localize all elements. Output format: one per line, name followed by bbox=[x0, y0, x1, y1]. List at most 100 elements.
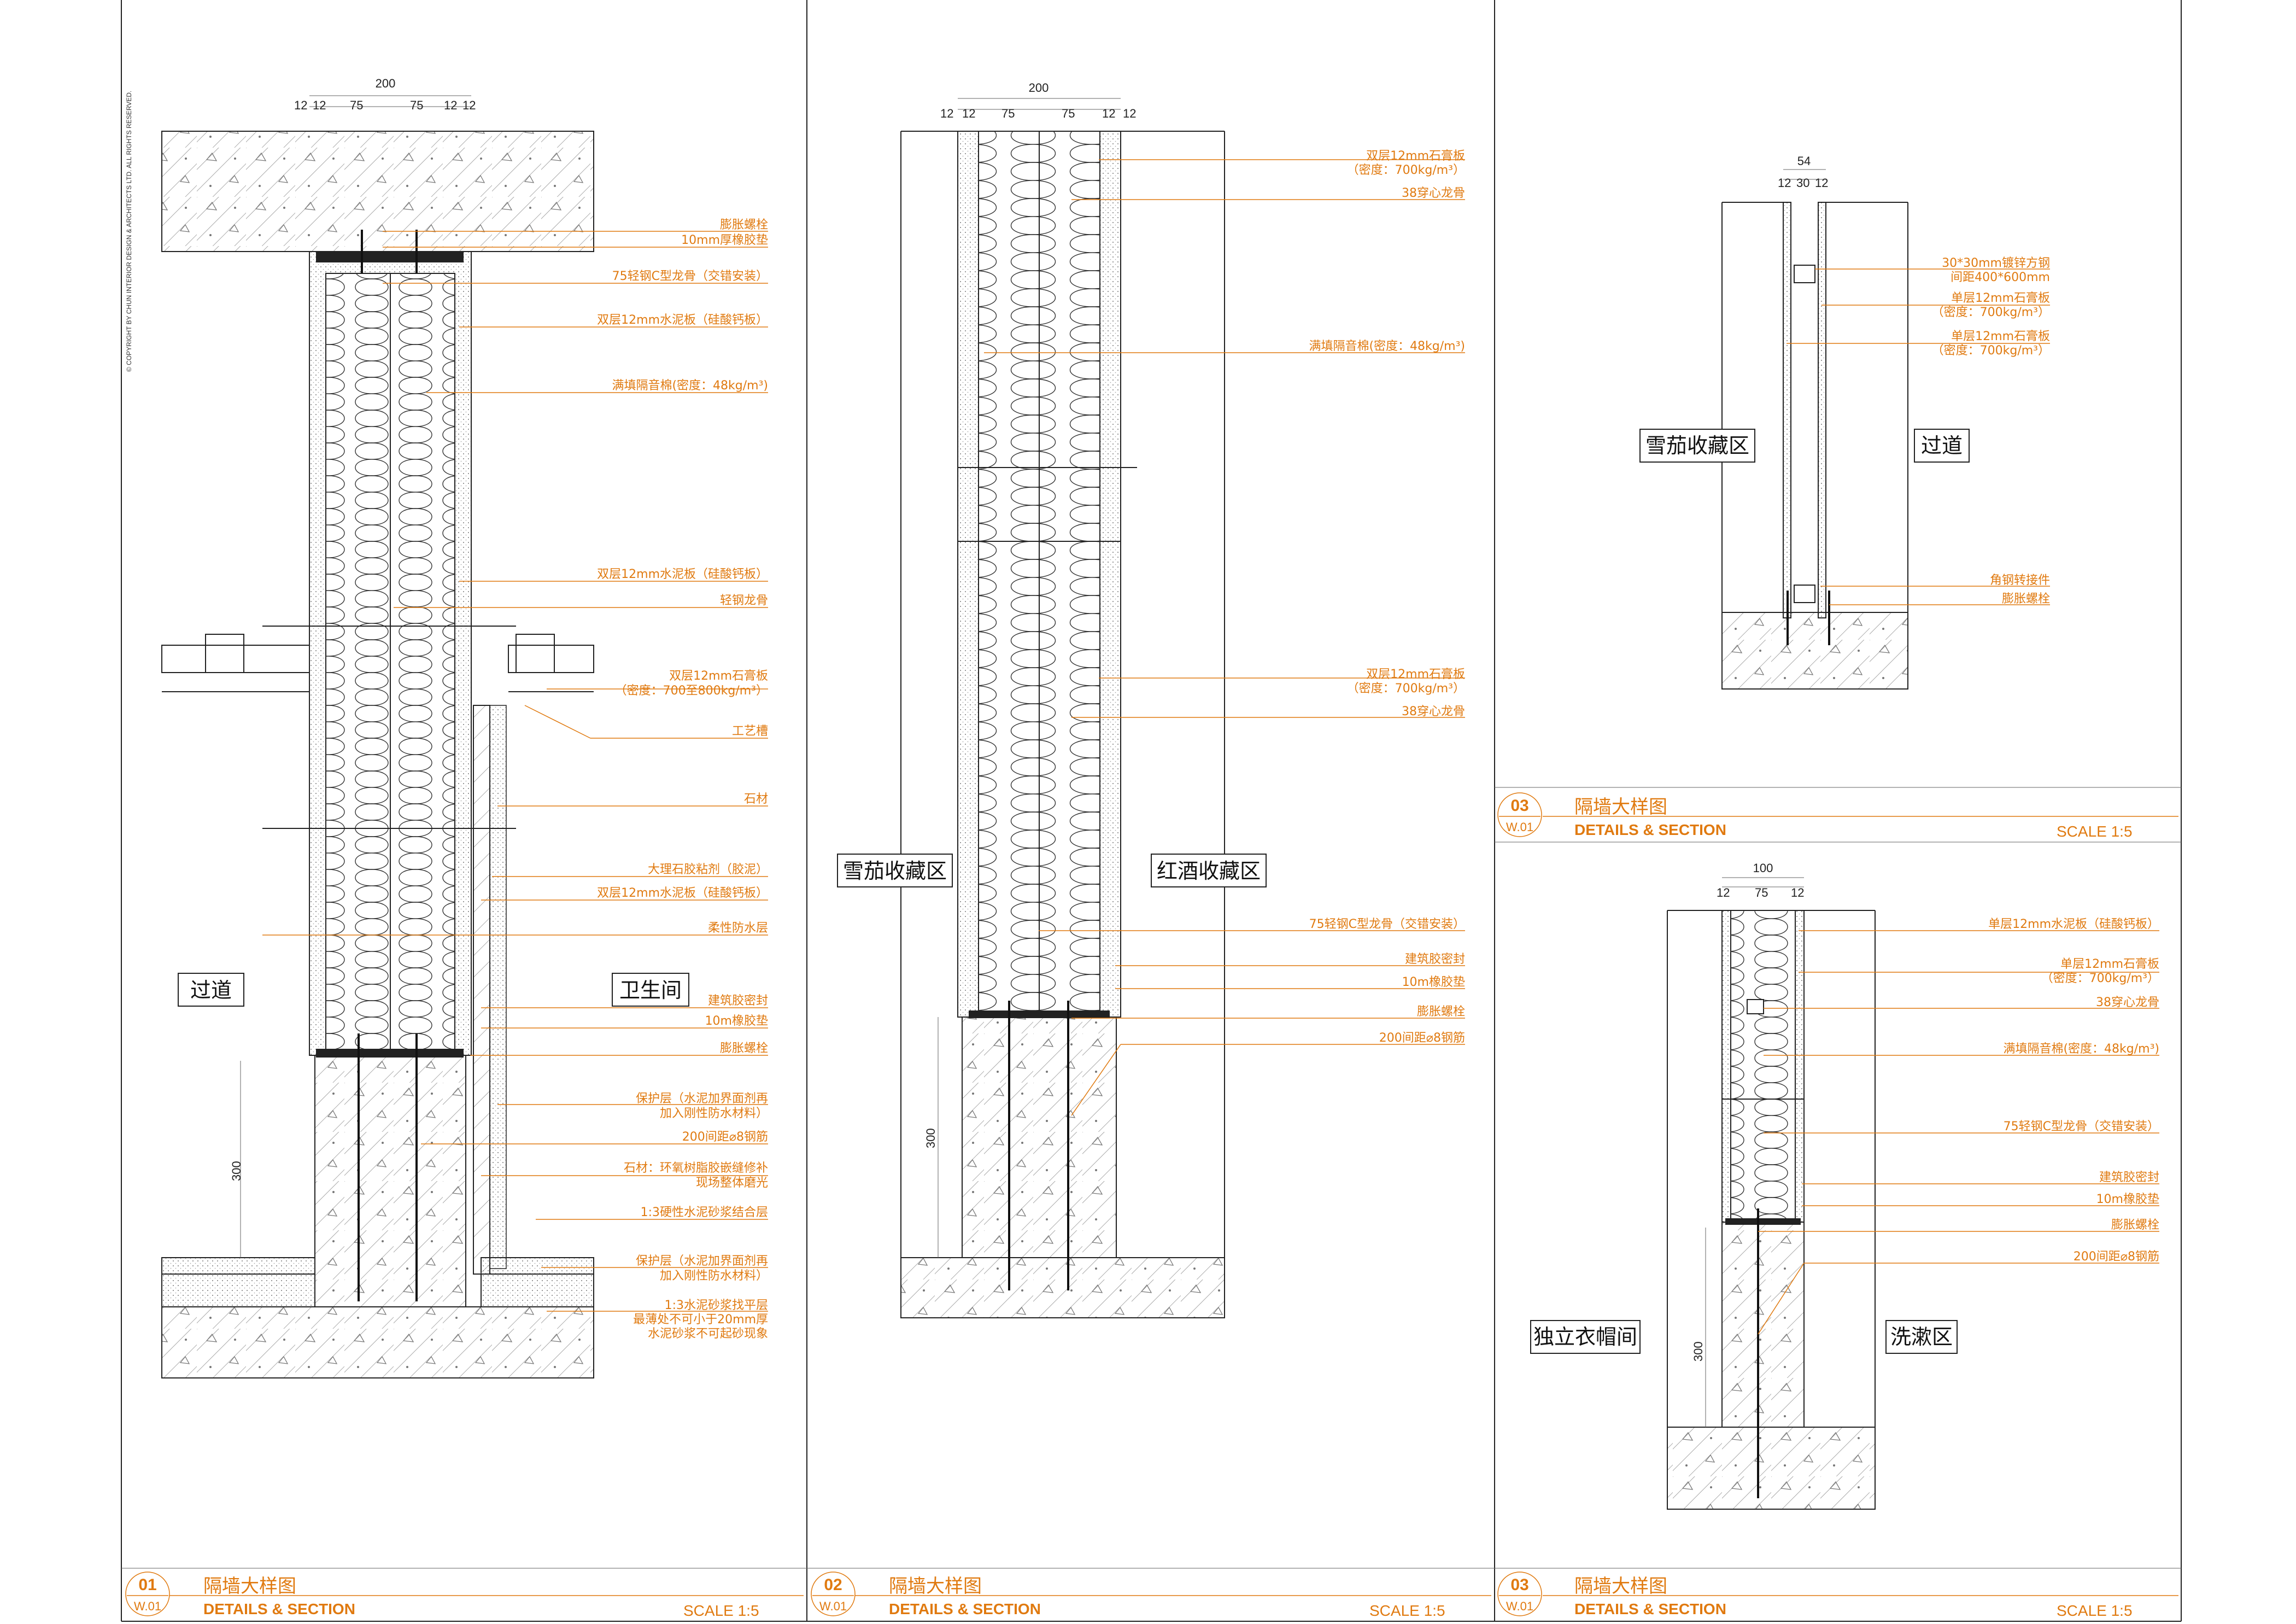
detail-subtitle: DETAILS & SECTION bbox=[203, 1600, 355, 1617]
note: 建筑胶密封 bbox=[2099, 1171, 2159, 1184]
dim-a: 12 bbox=[294, 98, 307, 112]
note: 膨胀螺栓 bbox=[720, 218, 768, 232]
ceiling-slab bbox=[161, 131, 594, 252]
dim-c: 12 bbox=[1791, 886, 1804, 899]
waterproof-layer bbox=[489, 705, 507, 1269]
detail-01-notes: 膨胀螺栓 10mm厚橡胶垫 75轻钢C型龙骨（交错安装） 双层12mm水泥板（硅… bbox=[262, 218, 768, 1341]
note: 膨胀螺栓 bbox=[2002, 592, 2050, 606]
note: 间距400*600mm bbox=[1951, 271, 2050, 284]
floor-slab bbox=[161, 1306, 594, 1378]
note: （密度：700kg/m³） bbox=[1347, 163, 1465, 177]
note: 加入刚性防水材料） bbox=[660, 1269, 768, 1283]
note: 75轻钢C型龙骨（交错安装） bbox=[612, 270, 768, 283]
left-board bbox=[1783, 202, 1791, 618]
note: 200间距⌀8钢筋 bbox=[1379, 1031, 1465, 1045]
note: 双层12mm石膏板 bbox=[669, 669, 768, 683]
room-label-left: 雪茄收藏区 bbox=[843, 859, 947, 883]
dim-depth: 300 bbox=[924, 1128, 938, 1148]
room-label-right: 洗漱区 bbox=[1890, 1325, 1953, 1349]
note: 保护层（水泥加界面剂再 bbox=[636, 1254, 768, 1268]
note: 膨胀螺栓 bbox=[720, 1042, 768, 1055]
concrete-curb bbox=[1721, 1222, 1805, 1428]
detail-scale: SCALE 1:5 bbox=[1369, 1602, 1445, 1619]
dim-f: 12 bbox=[1123, 107, 1136, 120]
dim-b: 12 bbox=[313, 98, 326, 112]
note: （密度：700kg/m³） bbox=[1932, 306, 2050, 319]
sheet-number: W.01 bbox=[1506, 820, 1533, 834]
note: 单层12mm石膏板 bbox=[1951, 330, 2050, 343]
note: （密度：700kg/m³） bbox=[2041, 972, 2159, 985]
floor-screed bbox=[161, 1257, 315, 1307]
note: 双层12mm水泥板（硅酸钙板） bbox=[597, 568, 768, 581]
dim-e: 12 bbox=[444, 98, 457, 112]
dim-d: 75 bbox=[410, 98, 423, 112]
dim-c: 75 bbox=[350, 98, 363, 112]
detail-subtitle: DETAILS & SECTION bbox=[889, 1600, 1041, 1617]
note: 10mm厚橡胶垫 bbox=[681, 233, 768, 247]
stone-cladding bbox=[473, 705, 490, 1275]
dim-b: 12 bbox=[962, 107, 975, 120]
note: 膨胀螺栓 bbox=[1417, 1005, 1465, 1019]
note: 加入刚性防水材料） bbox=[660, 1107, 768, 1120]
note: 200间距⌀8钢筋 bbox=[2074, 1250, 2159, 1264]
note: 工艺槽 bbox=[732, 725, 768, 738]
concrete-curb bbox=[962, 1017, 1117, 1258]
floor-slab bbox=[1667, 1427, 1876, 1510]
detail-02: 200 12 12 75 75 12 12 300 雪茄收藏区 红酒收藏区 bbox=[837, 81, 1267, 1318]
dim-total: 100 bbox=[1753, 861, 1773, 875]
note: 10m橡胶垫 bbox=[1402, 975, 1465, 989]
note: 10m橡胶垫 bbox=[2096, 1193, 2159, 1206]
note: 双层12mm水泥板（硅酸钙板） bbox=[597, 886, 768, 900]
dim-d: 75 bbox=[1062, 107, 1075, 120]
right-board bbox=[1818, 202, 1826, 618]
note: 38穿心龙骨 bbox=[2096, 996, 2159, 1009]
note: 最薄处不可小于20mm厚 bbox=[633, 1313, 768, 1327]
note: 30*30mm镀锌方钢 bbox=[1942, 256, 2050, 270]
sheet-frame bbox=[121, 0, 2182, 1622]
detail-number: 01 bbox=[138, 1576, 156, 1594]
note: 38穿心龙骨 bbox=[1402, 705, 1465, 718]
note: 单层12mm石膏板 bbox=[1951, 291, 2050, 305]
detail-number: 02 bbox=[824, 1576, 842, 1594]
dim-e: 12 bbox=[1102, 107, 1115, 120]
room-label-right: 卫生间 bbox=[619, 978, 682, 1002]
detail-03a-notes: 30*30mm镀锌方钢 间距400*600mm 单层12mm石膏板 （密度：70… bbox=[1787, 256, 2050, 606]
note: 石材：环氧树脂胶嵌缝修补 bbox=[624, 1161, 768, 1175]
detail-03b: 100 12 75 12 300 独立衣帽间 洗漱区 bbox=[1530, 861, 1958, 1510]
note: 满填隔音棉(密度：48kg/m³) bbox=[1309, 340, 1465, 353]
detail-03a: 54 12 30 12 雪茄收藏区 过道 bbox=[1639, 154, 1970, 690]
note: 200间距⌀8钢筋 bbox=[682, 1130, 768, 1144]
dim-total: 54 bbox=[1797, 154, 1811, 168]
note: 满填隔音棉(密度：48kg/m³) bbox=[612, 379, 768, 393]
copyright-text: © COPYRIGHT BY CHUN INTERIOR DESIGN & AR… bbox=[125, 91, 133, 372]
detail-title: 隔墙大样图 bbox=[203, 1575, 296, 1597]
detail-03b-notes: 单层12mm水泥板（硅酸钙板） 单层12mm石膏板 （密度：700kg/m³） … bbox=[1758, 918, 2159, 1335]
sheet-number: W.01 bbox=[819, 1599, 847, 1613]
dim-c: 75 bbox=[1001, 107, 1015, 120]
note: （密度：700kg/m³） bbox=[1347, 682, 1465, 696]
note: 75轻钢C型龙骨（交错安装） bbox=[2004, 1120, 2159, 1134]
room-label-right: 红酒收藏区 bbox=[1157, 859, 1261, 883]
note: 双层12mm石膏板 bbox=[1366, 668, 1465, 681]
note: 建筑胶密封 bbox=[1405, 953, 1465, 966]
detail-01: 200 12 12 75 75 12 12 300 过道 卫生间 bbox=[161, 77, 689, 1378]
note: 38穿心龙骨 bbox=[1402, 186, 1465, 200]
note: 现场整体磨光 bbox=[696, 1176, 768, 1190]
sheet-number: W.01 bbox=[1506, 1599, 1533, 1613]
note: 10m橡胶垫 bbox=[705, 1014, 768, 1028]
note: 75轻钢C型龙骨（交错安装） bbox=[1309, 918, 1465, 931]
detail-title: 隔墙大样图 bbox=[1574, 796, 1667, 818]
note: 1:3水泥砂浆找平层 bbox=[665, 1299, 768, 1312]
note: 石材 bbox=[744, 792, 768, 806]
title-block-01: 01 W.01 隔墙大样图 DETAILS & SECTION SCALE 1:… bbox=[125, 1572, 804, 1619]
note: 轻钢龙骨 bbox=[720, 594, 768, 607]
title-block-03a: 03 W.01 隔墙大样图 DETAILS & SECTION SCALE 1:… bbox=[1497, 792, 2178, 840]
note: 双层12mm石膏板 bbox=[1366, 149, 1465, 163]
floor-slab bbox=[900, 1257, 1225, 1318]
detail-scale: SCALE 1:5 bbox=[2057, 823, 2133, 840]
detail-title: 隔墙大样图 bbox=[889, 1575, 982, 1597]
dim-b: 75 bbox=[1755, 886, 1768, 899]
title-block-03b: 03 W.01 隔墙大样图 DETAILS & SECTION SCALE 1:… bbox=[1497, 1572, 2178, 1619]
dim-a: 12 bbox=[1778, 176, 1791, 190]
